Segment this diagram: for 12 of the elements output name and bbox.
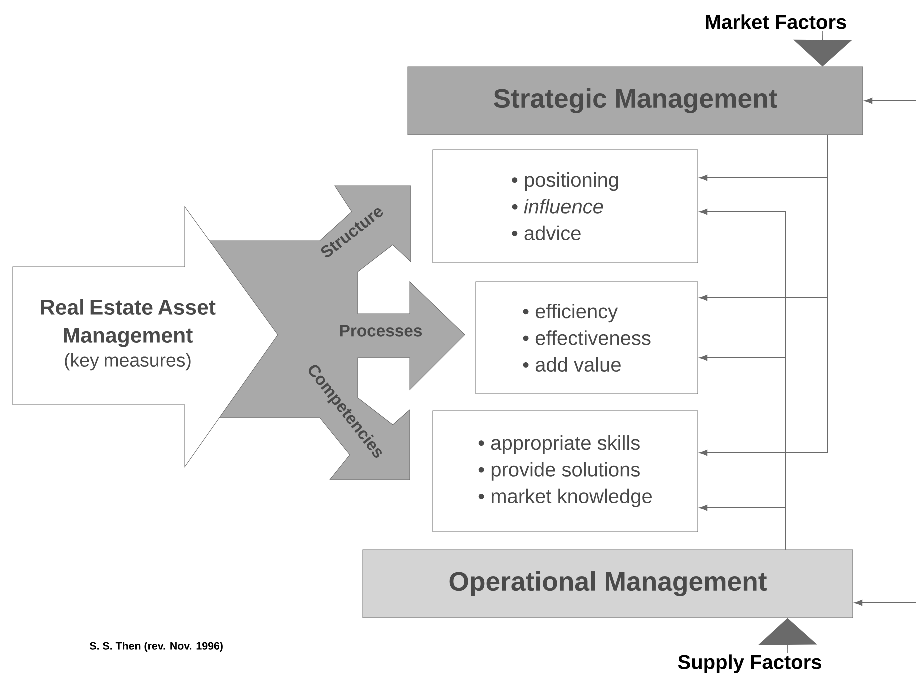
arrow [864, 98, 916, 104]
management-band: Operational Management [362, 550, 854, 618]
arrow [700, 505, 786, 550]
factor-label: Market Factors [706, 14, 846, 30]
bullet-box: • positioning • influence • advice [432, 150, 698, 264]
credit-note: S. S. Then (rev. Nov. 1996) [90, 642, 223, 652]
factor-label: Supply Factors [678, 654, 822, 674]
management-band: Strategic Management [408, 66, 864, 136]
bullet-box: • appropriate skills • provide solutions • market knowledge [432, 410, 698, 532]
arrow [854, 600, 916, 606]
arrow [700, 134, 828, 456]
bullet-box: • efficiency • effectiveness • add value [476, 282, 698, 394]
